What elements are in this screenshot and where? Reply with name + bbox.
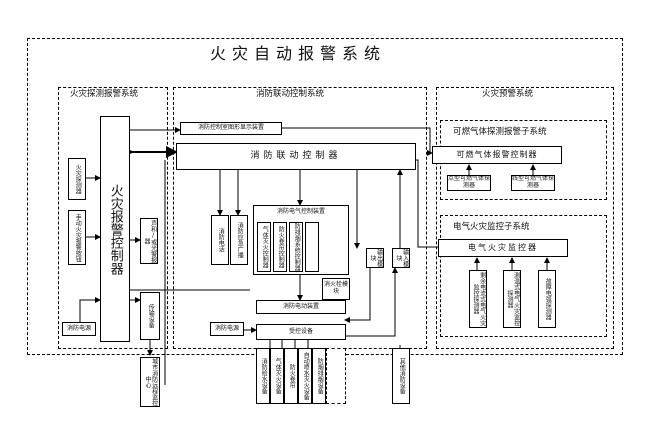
- graphic-display-box: 消防控制室图形显示装置: [180, 122, 282, 135]
- line-gas-detector-box: 线型可燃气体探测器: [511, 175, 555, 191]
- gas-controller-box: 可燃气体报警控制器: [432, 146, 562, 164]
- device-gas-box: 气体灭火设备: [270, 348, 284, 404]
- other-devices-box: 其他消防设备: [392, 348, 410, 404]
- subsection-electric-title: 电气火灾监控子系统: [453, 222, 530, 232]
- section-detect: [58, 87, 168, 349]
- fire-detector-box: 火灾探测器: [68, 158, 86, 200]
- page-title: 火灾自动报警系统: [210, 44, 387, 63]
- manual-button-box: 手动火灾报警按钮: [68, 210, 86, 265]
- detect-power-box: 消防电源: [62, 322, 96, 336]
- section-detect-title: 火灾探测报警系统: [70, 89, 139, 99]
- linkage-extra-box: [305, 222, 319, 272]
- linkage-power-box: 消防电源: [210, 322, 244, 336]
- subsection-electric: [440, 215, 607, 337]
- electric-control-device-label: 消防电气控制装置: [276, 208, 325, 215]
- sound-light-alarm-box: 声和/或光警报器: [140, 218, 158, 264]
- fire-alarm-controller-box: 火灾报警控制器: [100, 116, 130, 342]
- fault-arc-detector-box: 故障电弧探测器: [538, 270, 556, 328]
- input-module-box: 输入模块: [392, 248, 410, 268]
- transmitter-box: 传输设备: [140, 292, 160, 340]
- device-sprinkler-box: 自动喷水灭火设备: [298, 348, 312, 404]
- section-linkage-title: 消防联动控制系统: [256, 89, 325, 99]
- controlled-devices-box: 受控设备: [256, 324, 346, 340]
- linkage-controller-box: 消防联动控制器: [176, 143, 416, 170]
- output-module-box: 输出模块: [366, 248, 384, 268]
- section-warning-title: 火灾预警系统: [482, 89, 534, 99]
- power-monitor-box: 消防电动装置: [256, 300, 346, 314]
- device-water-box: 消防给水设备: [256, 348, 270, 404]
- smoke-control-box: 防火卷帘控制器: [273, 222, 287, 272]
- connector-devices-input: [346, 267, 398, 337]
- gas-extinguish-controller-box: 气体灭火控制器: [257, 222, 271, 272]
- electric-fire-monitor-box: 电气火灾监控器: [438, 239, 568, 257]
- connector-output-devices: [344, 268, 371, 323]
- connector-linkage-electricmonitor: [416, 159, 438, 248]
- remote-center-box: 城市消防远程监控中心: [140, 357, 160, 407]
- other-controller-box: 防排烟系统控制器: [289, 222, 303, 272]
- residual-current-detector-box: 剩余电流式电气火灾监控探测器: [469, 270, 487, 328]
- broadcast-box: 消防应急广播: [230, 215, 248, 265]
- connector-power-controller: [79, 297, 101, 322]
- device-shutter-box: 防火卷帘: [284, 348, 298, 404]
- temperature-detector-box: 测温式电气火灾监控探测器: [503, 270, 521, 328]
- device-smoke-box: 防烟排烟设备: [312, 348, 326, 404]
- connector-graphic-gas: [282, 127, 433, 156]
- point-gas-detector-box: 点型可燃气体探测器: [447, 175, 491, 191]
- subsection-gas-title: 可燃气体探测报警子系统: [453, 127, 547, 137]
- section-warning: [436, 87, 614, 349]
- hydrant-module-box: 消火栓模块: [322, 278, 350, 300]
- device-more-box: [326, 348, 346, 404]
- fire-telephone-box: 消防电话: [211, 215, 229, 265]
